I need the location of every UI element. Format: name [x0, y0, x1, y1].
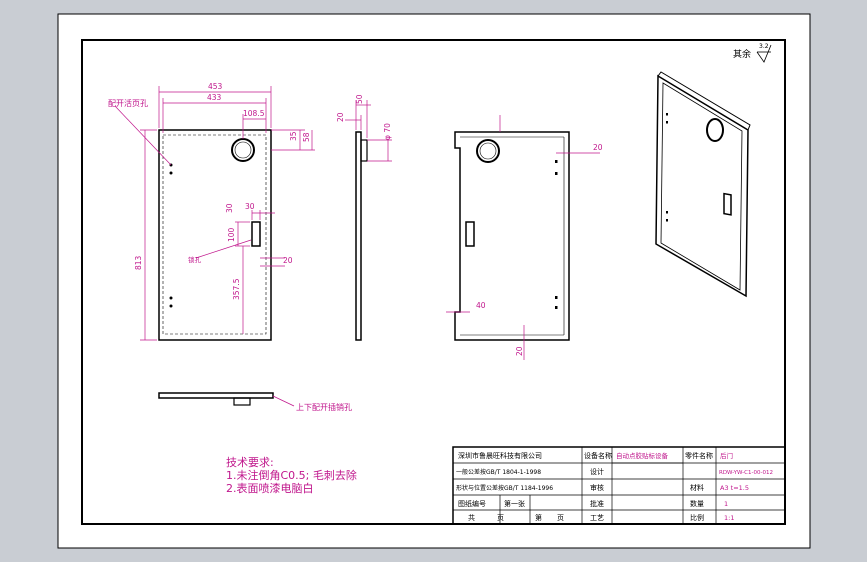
- hinge-hole-4: [169, 304, 173, 308]
- tb-approve-label: 批准: [590, 499, 604, 508]
- dim-edge-b: 20: [283, 256, 293, 265]
- tb-sheet-unit: 页: [557, 514, 564, 522]
- side-hole-profile: [360, 139, 368, 162]
- side-door-outline: [355, 131, 362, 341]
- bottom-view: 上下配开插销孔: [158, 392, 352, 412]
- tb-std2: 形状与位置公差按GB/T 1184-1996: [456, 484, 553, 492]
- tb-part-name: 后门: [720, 451, 733, 460]
- dim-lock-y: 357.5: [232, 278, 241, 300]
- tb-total-label: 共: [468, 513, 475, 522]
- dim-hole-x: 108.5: [243, 109, 265, 118]
- bottom-pin-tab: [233, 397, 251, 406]
- front-door-outline: [158, 129, 272, 341]
- tech-requirements: 技术要求: 1.未注倒角C0.5; 毛刺去除 2.表面喷漆电脑白: [226, 456, 357, 495]
- tb-sheet-label: 第: [535, 513, 542, 522]
- tech-line-1: 1.未注倒角C0.5; 毛刺去除: [226, 468, 357, 482]
- tech-line-2: 2.表面喷漆电脑白: [226, 481, 314, 495]
- iso-round-hole: [706, 118, 724, 142]
- iso-door-outline: [655, 74, 749, 298]
- rear-lock-slot: [465, 221, 475, 247]
- tb-qty-value: 1: [724, 500, 728, 508]
- hinge-hole-2: [169, 171, 173, 175]
- tb-scale-value: 1:1: [724, 514, 734, 522]
- dim-side-dia: φ 70: [383, 123, 392, 140]
- drawing-frame: [81, 39, 786, 525]
- dim-lock-w: 30: [245, 202, 255, 211]
- front-door-inner: [162, 134, 267, 335]
- dim-rear-left: 40: [476, 301, 486, 310]
- tb-design-label: 设计: [590, 467, 604, 476]
- tb-part-no: RDW-YW-C1-00-012: [719, 470, 773, 476]
- dim-side-flange: 20: [336, 112, 345, 122]
- front-lock-slot: [251, 221, 261, 247]
- label-hinge-holes: 配开活页孔: [108, 98, 148, 108]
- label-pin-holes: 上下配开插销孔: [296, 402, 352, 412]
- label-lock-hole: 锁孔: [188, 255, 202, 264]
- side-view: 50 20 φ 70: [336, 94, 392, 341]
- dim-hole-y2: 58: [302, 132, 311, 142]
- tb-material-value: A3 t=1.5: [720, 484, 749, 492]
- dim-rear-right: 20: [593, 143, 603, 152]
- tb-material-label: 材料: [690, 483, 704, 492]
- tb-qty-label: 数量: [690, 499, 704, 508]
- title-block: 深圳市鲁晨旺科技有限公司 一般公差按GB/T 1804-1-1998 形状与位置…: [452, 446, 786, 525]
- roughness-symbol: 其余 3.2: [733, 43, 772, 63]
- front-view: 453 433 108.5 35 58 813 100 30 30 357.5 …: [108, 82, 315, 341]
- tb-scale-label: 比例: [690, 513, 704, 522]
- isometric-view: [655, 71, 751, 298]
- sheet-outer-border: [57, 13, 811, 549]
- dim-rear-bottom: 20: [515, 346, 524, 356]
- tb-page-label: 第一张: [504, 499, 525, 508]
- tb-part-label: 零件名称: [685, 451, 713, 460]
- dim-width-inner: 433: [207, 93, 222, 102]
- tb-std1: 一般公差按GB/T 1804-1-1998: [456, 468, 541, 476]
- iso-lock-slot: [723, 192, 732, 216]
- dim-side-top: 50: [355, 94, 364, 104]
- tb-check-label: 审核: [590, 483, 604, 492]
- dim-edge-a: 30: [225, 203, 234, 213]
- dim-lock-h: 100: [227, 227, 236, 242]
- tb-page-unit: 页: [497, 514, 504, 522]
- tech-title: 技术要求:: [226, 456, 274, 469]
- roughness-value: 3.2: [759, 43, 769, 50]
- bottom-door-profile: [158, 392, 274, 399]
- rear-view: 20 40 20: [446, 115, 603, 360]
- dim-height: 813: [134, 255, 143, 270]
- dim-hole-y1: 35: [289, 131, 298, 141]
- tb-craft-label: 工艺: [590, 514, 604, 522]
- tb-drawing-no-label: 图纸编号: [458, 499, 486, 508]
- dim-width-outer: 453: [208, 82, 223, 91]
- roughness-label: 其余: [733, 48, 751, 60]
- rear-round-hole: [476, 139, 500, 163]
- tb-device-label: 设备名称: [584, 451, 612, 460]
- hinge-hole-3: [169, 296, 173, 300]
- tb-company: 深圳市鲁晨旺科技有限公司: [458, 451, 542, 460]
- tb-device-name: 自动点胶贴标设备: [616, 451, 669, 460]
